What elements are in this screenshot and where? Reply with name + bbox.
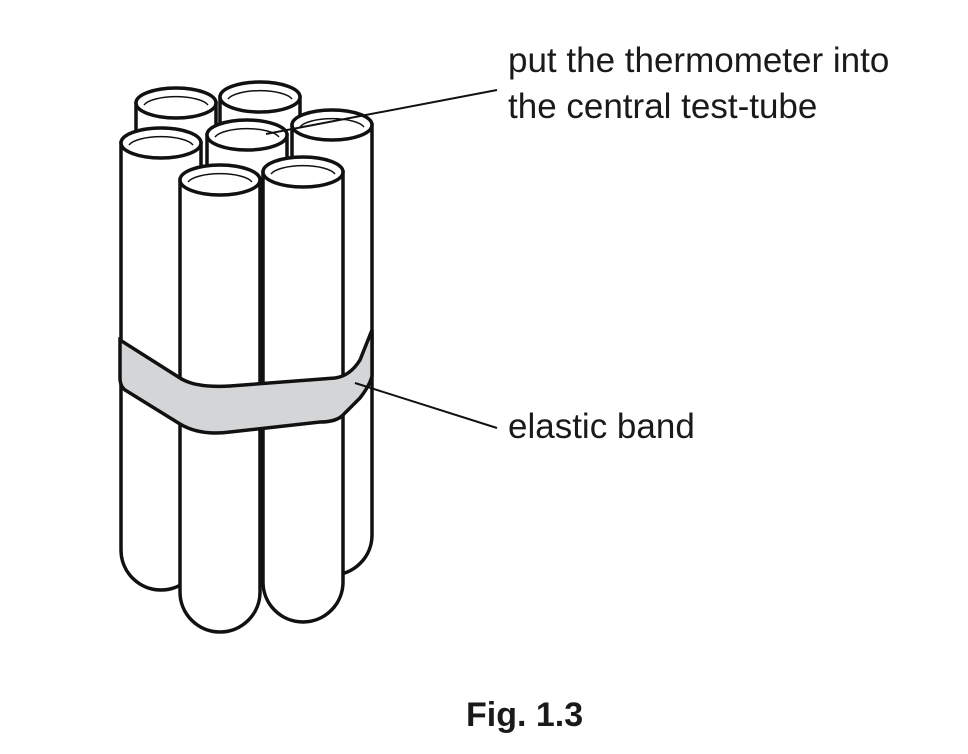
tube-rim [178, 163, 262, 197]
tube-inner-rim [299, 117, 365, 128]
tube-inner-rim [143, 95, 209, 106]
band-leader-line [354, 382, 498, 429]
tube-rim [134, 86, 218, 120]
tube-rim [119, 126, 203, 160]
elastic-band-label: elastic band [508, 407, 695, 446]
tube-inner-rim [270, 164, 336, 175]
tube-rim [261, 155, 345, 189]
tube-inner-rim [227, 89, 293, 100]
figure-caption: Fig. 1.3 [466, 696, 584, 734]
thermometer-label-line2: the central test-tube [508, 87, 818, 126]
tube-inner-rim [187, 172, 253, 183]
elastic-band [118, 329, 374, 435]
tube-rim [218, 80, 302, 114]
tube-rim [290, 108, 374, 142]
thermometer-label-line1: put the thermometer into [508, 41, 890, 80]
tube-inner-rim [214, 127, 280, 138]
tube-rim [205, 118, 289, 152]
thermometer-leader-line [265, 89, 498, 135]
tube-inner-rim [128, 135, 194, 146]
